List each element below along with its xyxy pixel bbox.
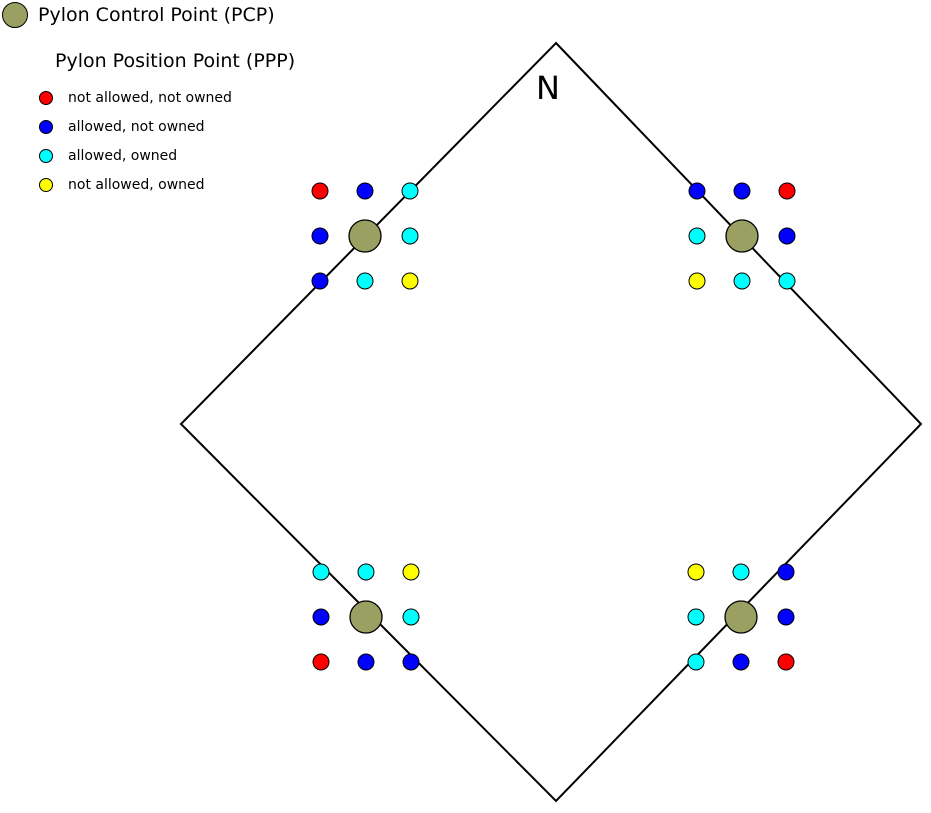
cyan-dot-icon (39, 148, 53, 163)
north-indicator: N (536, 69, 560, 107)
ppp-dot-blue (733, 182, 751, 200)
ppp-dot-cyan (401, 182, 419, 200)
ppp-dot-cyan (733, 272, 751, 290)
yellow-dot-icon (39, 177, 53, 192)
ppp-dot-cyan (687, 608, 705, 626)
ppp-dot-cyan (357, 563, 375, 581)
field-outline (179, 41, 923, 803)
pcp-upper-right (725, 219, 759, 253)
legend-item-label: not allowed, owned (68, 176, 205, 193)
ppp-dot-blue (402, 653, 420, 671)
red-dot-icon (39, 90, 53, 105)
pcp-upper-left (348, 219, 382, 253)
ppp-dot-cyan (732, 563, 750, 581)
ppp-dot-blue (311, 227, 329, 245)
ppp-dot-yellow (401, 272, 419, 290)
ppp-legend-label: Pylon Position Point (PPP) (55, 50, 296, 72)
ppp-dot-blue (732, 653, 750, 671)
legend-item-label: not allowed, not owned (68, 89, 232, 106)
legend-pcp-row: Pylon Control Point (PCP) (2, 2, 275, 28)
ppp-dot-yellow (402, 563, 420, 581)
ppp-dot-blue (356, 182, 374, 200)
legend-item-red: not allowed, not owned (39, 83, 232, 112)
legend-item-cyan: allowed, owned (39, 141, 232, 170)
pcp-lower-right (724, 600, 758, 634)
ppp-dot-blue (688, 182, 706, 200)
ppp-dot-yellow (687, 563, 705, 581)
ppp-dot-cyan (356, 272, 374, 290)
ppp-dot-cyan (688, 227, 706, 245)
ppp-dot-blue (778, 227, 796, 245)
ppp-dot-blue (357, 653, 375, 671)
legend-item-yellow: not allowed, owned (39, 170, 232, 199)
ppp-dot-blue (777, 563, 795, 581)
pcp-icon (2, 2, 28, 28)
ppp-dot-cyan (402, 608, 420, 626)
pcp-lower-left (349, 600, 383, 634)
ppp-dot-blue (312, 608, 330, 626)
ppp-dot-blue (777, 608, 795, 626)
ppp-dot-red (778, 182, 796, 200)
legend-item-label: allowed, not owned (68, 118, 205, 135)
pcp-legend-label: Pylon Control Point (PCP) (38, 4, 275, 26)
ppp-dot-yellow (688, 272, 706, 290)
legend-item-blue: allowed, not owned (39, 112, 232, 141)
ppp-dot-red (777, 653, 795, 671)
ppp-dot-cyan (778, 272, 796, 290)
ppp-dot-cyan (687, 653, 705, 671)
ppp-dot-red (311, 182, 329, 200)
ppp-dot-cyan (401, 227, 419, 245)
legend-item-label: allowed, owned (68, 147, 178, 164)
ppp-dot-cyan (312, 563, 330, 581)
blue-dot-icon (39, 119, 53, 134)
ppp-dot-blue (311, 272, 329, 290)
legend-items: not allowed, not owned allowed, not owned… (39, 83, 232, 199)
ppp-dot-red (312, 653, 330, 671)
